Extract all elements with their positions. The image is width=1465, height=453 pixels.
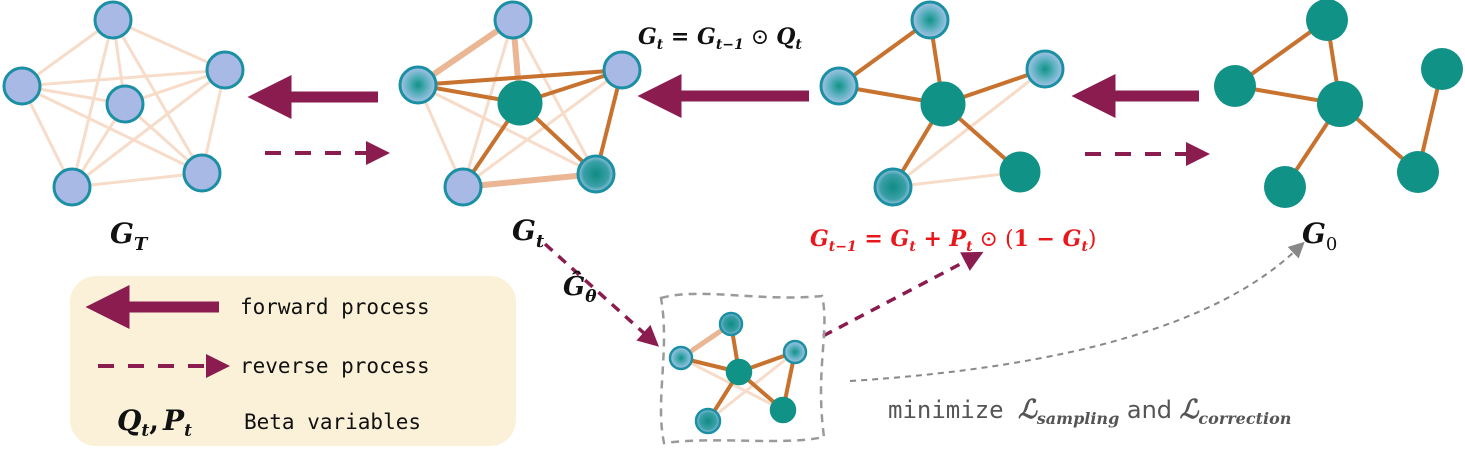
predicted-nodes xyxy=(668,311,808,435)
objective-text: minimize ℒsampling and ℒcorrection xyxy=(888,395,1291,428)
label-g0: G0 xyxy=(1302,217,1337,255)
loss-arrow xyxy=(849,241,1305,382)
legend-background xyxy=(70,276,516,446)
graph-g0 xyxy=(1214,0,1463,208)
graph-g0-nodes xyxy=(1214,0,1463,208)
correction-arrow xyxy=(822,251,984,338)
legend-reverse-label: reverse process xyxy=(240,354,430,378)
label-gT: GT xyxy=(110,217,149,255)
graph-gt-nodes xyxy=(398,0,642,207)
forward-equation: Gt = Gt−1 ⊙ Qt xyxy=(638,24,802,53)
legend: forward process reverse process Qt,Pt Be… xyxy=(70,276,516,446)
predicted-graph-box xyxy=(659,292,826,445)
legend-beta-symbols: Qt,Pt xyxy=(117,404,192,441)
label-gt: Gt xyxy=(512,214,545,252)
legend-beta-text: Beta variables xyxy=(244,410,421,434)
predict-arrow xyxy=(543,242,660,347)
reverse-equation: Gt−1 = Gt + Pt ⊙ (1 − Gt) xyxy=(810,226,1097,255)
graph-gt-minus-1-nodes xyxy=(819,0,1065,207)
graph-gT xyxy=(2,0,245,207)
label-ghat-theta: Ĝθ xyxy=(563,270,597,307)
legend-forward-label: forward process xyxy=(240,295,430,319)
graph-gT-nodes xyxy=(2,0,245,207)
graph-gt xyxy=(398,0,642,207)
graph-gt-minus-1 xyxy=(819,0,1065,207)
